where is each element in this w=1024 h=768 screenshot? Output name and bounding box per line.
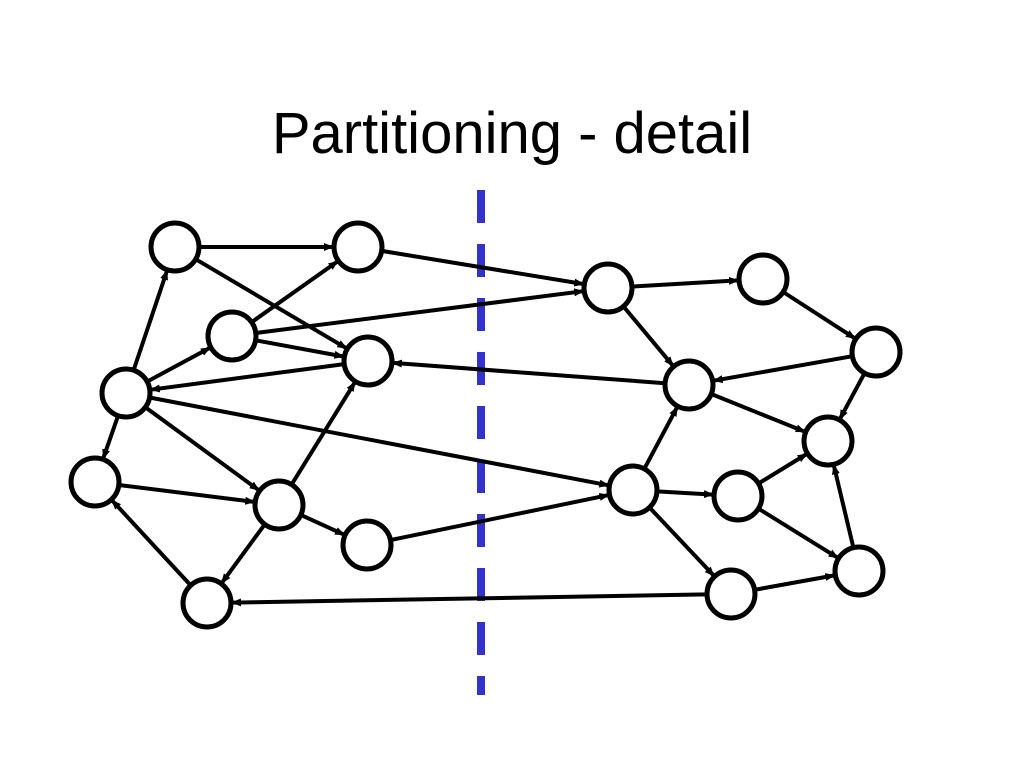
edge-n3-n10: [255, 288, 585, 335]
node-n17: [832, 544, 886, 598]
node-n13: [662, 358, 716, 412]
edge-n4-n8: [144, 405, 260, 492]
node-n18: [704, 567, 758, 621]
node-n8: [252, 478, 306, 532]
edge-n6-n8: [118, 483, 256, 505]
edge-n16-n14: [757, 452, 808, 486]
node-n4: [99, 366, 153, 420]
node-n15: [606, 463, 660, 517]
nodes-layer: [68, 220, 903, 630]
edge-n13-n5: [391, 359, 666, 386]
edge-n4-n3: [146, 346, 211, 384]
node-n3: [205, 309, 259, 363]
edge-n1-n5: [194, 257, 348, 351]
edge-n15-n13: [642, 406, 679, 470]
edge-n4-n6: [101, 415, 120, 460]
node-n6: [68, 455, 122, 509]
node-n12: [849, 325, 903, 379]
edge-n16-n17: [757, 506, 839, 560]
edge-n13-n14: [710, 392, 806, 434]
edge-n15-n18: [648, 506, 716, 578]
node-n9: [340, 518, 394, 572]
slide-title: Partitioning - detail: [271, 101, 753, 166]
node-n7: [180, 576, 234, 630]
edge-n4-n1: [131, 269, 169, 371]
node-n2: [331, 220, 385, 274]
edge-n10-n11: [631, 276, 739, 289]
edge-n10-n13: [621, 305, 675, 368]
edge-n12-n14: [838, 372, 867, 420]
node-n11: [736, 252, 790, 306]
edges-layer: [101, 243, 867, 607]
edge-n7-n6: [110, 498, 193, 587]
node-n1: [148, 220, 202, 274]
edge-n5-n4: [149, 362, 345, 393]
edge-n3-n2: [250, 259, 339, 324]
edge-n17-n14: [831, 464, 856, 549]
edge-n8-n5: [289, 381, 357, 486]
node-n5: [341, 334, 395, 388]
node-n14: [801, 414, 855, 468]
edge-n15-n16: [656, 489, 714, 499]
edge-n11-n12: [782, 290, 857, 341]
edge-n4-n15: [149, 395, 610, 488]
edge-n2-n10: [381, 248, 585, 287]
edge-n18-n17: [754, 573, 836, 592]
edge-n12-n13: [712, 354, 853, 384]
edge-n9-n15: [390, 493, 610, 543]
edge-n3-n5: [255, 338, 345, 359]
edge-n8-n9: [299, 513, 346, 537]
edge-n8-n7: [220, 523, 267, 585]
edge-n18-n7: [231, 592, 708, 607]
node-n10: [581, 261, 635, 315]
node-n16: [711, 469, 765, 523]
